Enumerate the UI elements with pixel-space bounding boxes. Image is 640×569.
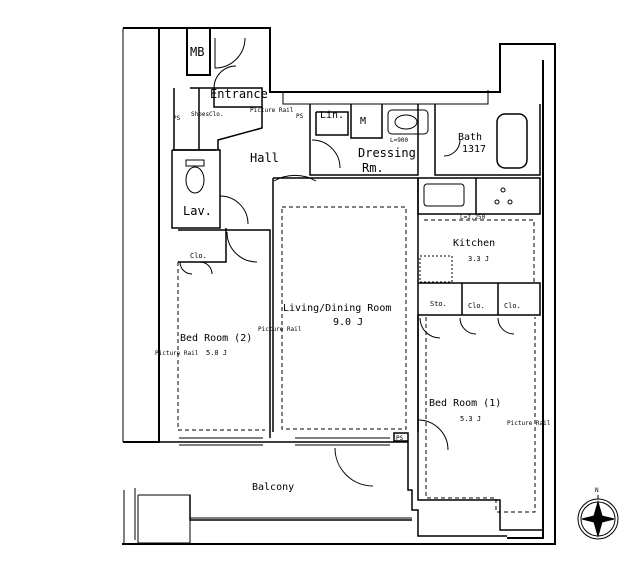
toilet-bowl-icon <box>185 166 205 194</box>
living-label: Living/Dining Room <box>283 303 391 314</box>
storage-label: Sto. <box>430 300 447 308</box>
closet-b-label: Clo. <box>504 302 521 310</box>
outer-walls-thin <box>122 28 489 544</box>
picture-rail-2: Picture Rail <box>258 326 302 333</box>
outer-walls <box>122 27 556 545</box>
dressing-lh-label: L=900 <box>390 137 408 144</box>
kitchen-sink-icon <box>423 183 465 207</box>
lin-label: Lin. <box>320 110 344 121</box>
hall-label: Hall <box>250 151 279 165</box>
bed2-size-label: 5.0 J <box>206 349 227 357</box>
ps-balcony-label: PS <box>396 435 404 442</box>
entrance-label: Entrance <box>210 87 268 101</box>
m-label: M <box>360 116 366 127</box>
kitchen-lh-label: L=2,250 <box>460 214 486 221</box>
kitchen-label: Kitchen <box>453 238 495 249</box>
balcony-windows <box>179 437 412 519</box>
bed2-label: Bed Room (2) <box>180 333 252 344</box>
room-labels: MB Entrance Hall Dressing Rm. Bath 1317 … <box>180 45 501 493</box>
toilet-icon <box>185 159 205 167</box>
sink-icon <box>394 114 418 130</box>
fridge-space-icon <box>419 255 453 283</box>
dashed-rooms <box>177 206 536 513</box>
dressing-label: Dressing <box>358 146 416 160</box>
door-swings <box>179 37 515 487</box>
compass <box>577 495 619 540</box>
living-size-label: 9.0 J <box>333 317 363 328</box>
fixtures <box>185 109 513 283</box>
ps-left-label: PS <box>173 115 181 122</box>
ps-hall-label: PS <box>296 113 304 120</box>
bath-size-label: 1317 <box>462 144 486 155</box>
picture-rail-4: Picture Rail <box>507 420 551 427</box>
bed1-size-label: 5.3 J <box>460 415 481 423</box>
picture-rail-labels: Picture Rail Picture Rail Picture Rail P… <box>155 107 551 427</box>
closet-bed2-label: Clo. <box>190 252 207 260</box>
mb-label: MB <box>190 45 204 59</box>
bed1-label: Bed Room (1) <box>429 398 501 409</box>
closet-a-label: Clo. <box>468 302 485 310</box>
picture-rail-3: Picture Rail <box>155 350 199 357</box>
compass-north-label: N <box>595 487 599 494</box>
picture-rail-1: Picture Rail <box>250 107 294 114</box>
bath-label: Bath <box>458 132 482 143</box>
interior-walls <box>159 87 543 537</box>
shoes-closet-label: ShoesClo. <box>191 111 224 118</box>
lav-label: Lav. <box>183 204 212 218</box>
dressing-rm-label: Rm. <box>362 161 384 175</box>
stove-burner-icon <box>500 187 506 193</box>
fixture-labels: ShoesClo. Lin. M Clo. Sto. Clo. Clo. PS … <box>173 110 521 442</box>
kitchen-size-label: 3.3 J <box>468 255 489 263</box>
balcony-label: Balcony <box>252 482 294 493</box>
